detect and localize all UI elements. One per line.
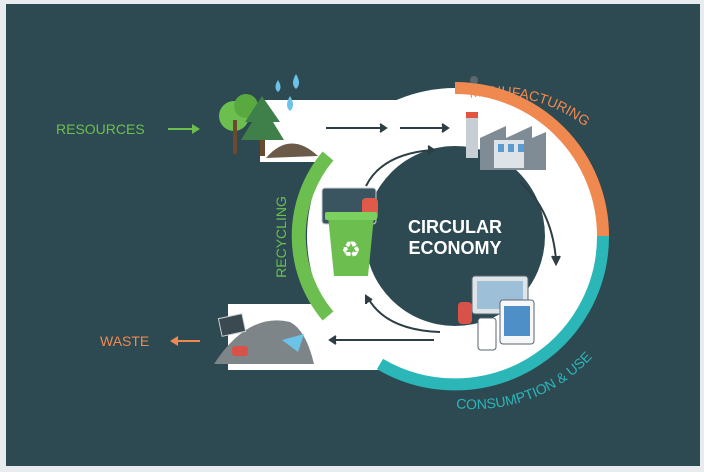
devices-icon [458, 275, 535, 351]
recycling-arc [291, 151, 334, 321]
waste-label: WASTE [100, 333, 149, 349]
center-title-line1: CIRCULAR [408, 217, 502, 237]
flow-arrows [326, 123, 561, 345]
recycle-bin-icon: ♻ [321, 187, 378, 276]
waste-arrow [170, 336, 200, 346]
tree-icon [219, 94, 318, 158]
center-title-line2: ECONOMY [408, 238, 501, 258]
consumption-arc [376, 235, 610, 391]
factory-icon [466, 76, 546, 170]
water-drops-icon [275, 74, 299, 111]
resources-arrow [168, 124, 200, 134]
garbage-pile-icon [214, 313, 314, 364]
svg-text:♻: ♻ [341, 237, 361, 262]
recycling-label: RECYCLING [273, 196, 289, 278]
resources-label: RESOURCES [56, 121, 145, 137]
manufacturing-arc [454, 82, 609, 237]
